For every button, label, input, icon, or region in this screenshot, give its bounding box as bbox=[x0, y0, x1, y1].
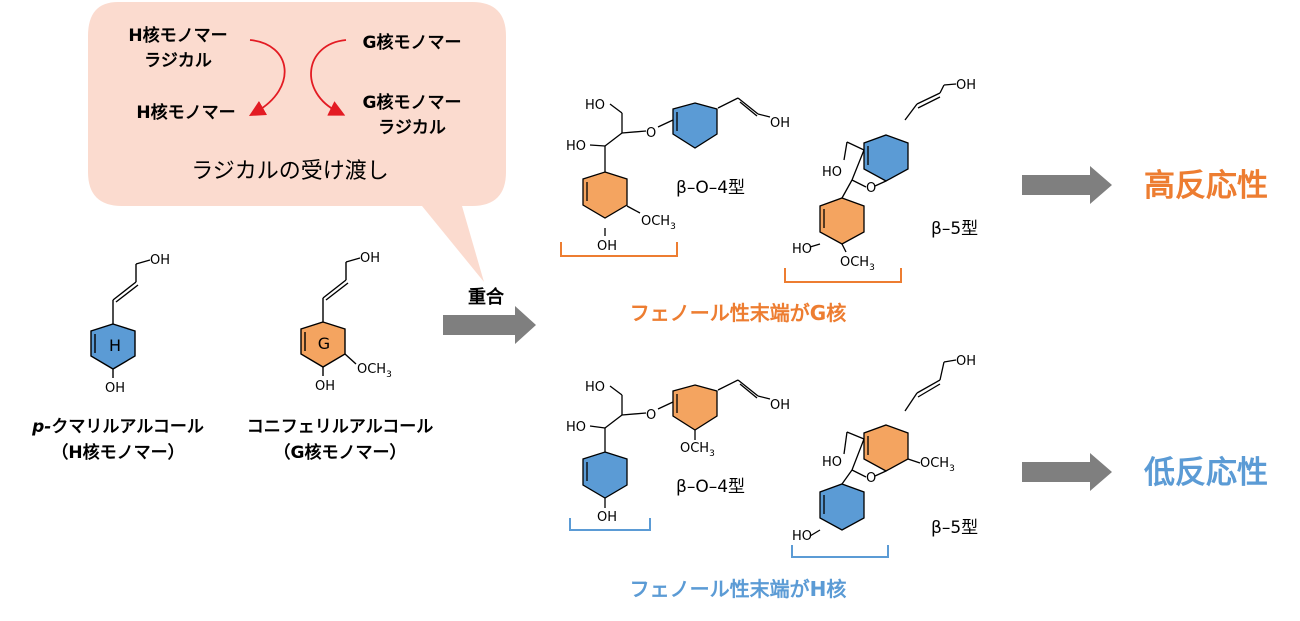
bottom-bo4-structure bbox=[589, 379, 771, 508]
high-reactivity-label: 高反応性 bbox=[1144, 168, 1268, 204]
polymerization-arrow bbox=[443, 306, 536, 344]
top-bo4-och3: OCH3 bbox=[641, 214, 676, 232]
top-b5-structure bbox=[809, 83, 957, 253]
callout-caption: ラジカルの受け渡し bbox=[191, 159, 389, 184]
top-b5-ho-left: HO bbox=[822, 165, 842, 180]
radical-transfer-callout: H核モノマー ラジカル G核モノマー H核モノマー G核モノマー ラジカル ラジ… bbox=[88, 2, 506, 282]
top-b5-ring-o: O bbox=[866, 181, 876, 196]
g-monomer-label: G核モノマー bbox=[363, 32, 462, 53]
top-bo4-oh-bottom: OH bbox=[597, 239, 617, 254]
g-radical-label-line2: ラジカル bbox=[378, 118, 446, 138]
top-b5-bracket bbox=[784, 268, 902, 283]
radical-arrow-to-h-monomer bbox=[248, 39, 286, 117]
g-monomer-oh-top: OH bbox=[360, 251, 380, 266]
h-radical-label-line2: ラジカル bbox=[144, 51, 212, 71]
callout-bubble bbox=[88, 2, 506, 282]
bottom-b5-h-ring bbox=[819, 483, 865, 531]
bottom-b5-structure bbox=[809, 359, 957, 537]
g-radical-label-line1: G核モノマー bbox=[363, 92, 462, 113]
top-bo4-ho-mid: HO bbox=[566, 139, 586, 154]
bottom-bo4-ho-top: HO bbox=[585, 380, 605, 395]
bottom-b5-g-ring bbox=[863, 424, 909, 472]
top-b5-oh-top: OH bbox=[956, 78, 976, 93]
bottom-bo4-och3: OCH3 bbox=[680, 441, 715, 459]
bottom-bo4-oh-bottom: OH bbox=[597, 510, 617, 525]
bottom-bo4-ether-o: O bbox=[646, 408, 656, 423]
bottom-bo4-ho-mid: HO bbox=[566, 420, 586, 435]
polymerization-label: 重合 bbox=[468, 286, 505, 308]
bottom-bo4-bracket bbox=[569, 518, 651, 531]
bottom-b5-och3: OCH3 bbox=[920, 456, 955, 474]
bottom-bo4-g-ring bbox=[672, 384, 718, 431]
top-bo4-h-ring bbox=[672, 102, 718, 149]
bottom-b5-ho-left: HO bbox=[822, 455, 842, 470]
high-reactivity-arrow bbox=[1022, 166, 1112, 204]
top-bo4-structure bbox=[589, 97, 771, 236]
bottom-bo4-type-label: β–O–4型 bbox=[676, 477, 745, 497]
radical-arrow-to-g-radical bbox=[310, 39, 347, 116]
top-bo4-oh-right: OH bbox=[770, 116, 790, 131]
h-monomer-structure bbox=[90, 259, 151, 378]
h-monomer-oh-bottom: OH bbox=[105, 381, 125, 396]
h-ring-label: H bbox=[109, 336, 121, 355]
bottom-bo4-oh-right: OH bbox=[770, 398, 790, 413]
h-monomer-name-rest: クマリルアルコール bbox=[51, 417, 204, 437]
bottom-bo4-h-ring bbox=[582, 451, 628, 499]
bottom-b5-bracket bbox=[791, 545, 889, 558]
top-bo4-g-ring bbox=[582, 171, 628, 219]
top-bo4-bracket bbox=[560, 242, 678, 257]
bottom-b5-type-label: β–5型 bbox=[931, 518, 978, 538]
h-end-group-label: フェノール性末端がH核 bbox=[630, 577, 847, 601]
low-reactivity-label: 低反応性 bbox=[1143, 455, 1268, 491]
low-reactivity-arrow bbox=[1022, 453, 1112, 491]
h-monomer-subtitle: （H核モノマー） bbox=[51, 442, 184, 463]
g-ring-label: G bbox=[318, 334, 330, 353]
g-monomer-name: コニフェリルアルコール bbox=[247, 417, 434, 437]
h-monomer-name: p-クマリルアルコール bbox=[31, 417, 204, 437]
h-monomer-label: H核モノマー bbox=[136, 102, 235, 123]
g-monomer-och3: OCH3 bbox=[357, 362, 392, 380]
h-monomer-name-prefix: p- bbox=[31, 417, 51, 437]
bottom-b5-oh-top: OH bbox=[956, 354, 976, 369]
bottom-b5-ring-o: O bbox=[866, 471, 876, 486]
g-monomer-structure bbox=[300, 257, 361, 376]
top-bo4-type-label: β–O–4型 bbox=[676, 178, 745, 198]
top-bo4-ether-o: O bbox=[646, 126, 656, 141]
g-monomer-subtitle: （G核モノマー） bbox=[274, 442, 407, 463]
h-monomer-oh-top: OH bbox=[150, 253, 170, 268]
g-monomer-oh-bottom: OH bbox=[315, 379, 335, 394]
top-bo4-ho-top: HO bbox=[585, 98, 605, 113]
top-b5-type-label: β–5型 bbox=[931, 219, 978, 239]
bottom-b5-ho-ring: HO bbox=[792, 529, 812, 544]
top-b5-ho-ring: HO bbox=[792, 242, 812, 257]
g-end-group-label: フェノール性末端がG核 bbox=[630, 301, 846, 325]
h-radical-label-line1: H核モノマー bbox=[128, 25, 227, 46]
top-b5-h-ring bbox=[863, 134, 909, 182]
top-b5-g-ring bbox=[819, 197, 865, 245]
top-b5-och3: OCH3 bbox=[840, 255, 875, 273]
